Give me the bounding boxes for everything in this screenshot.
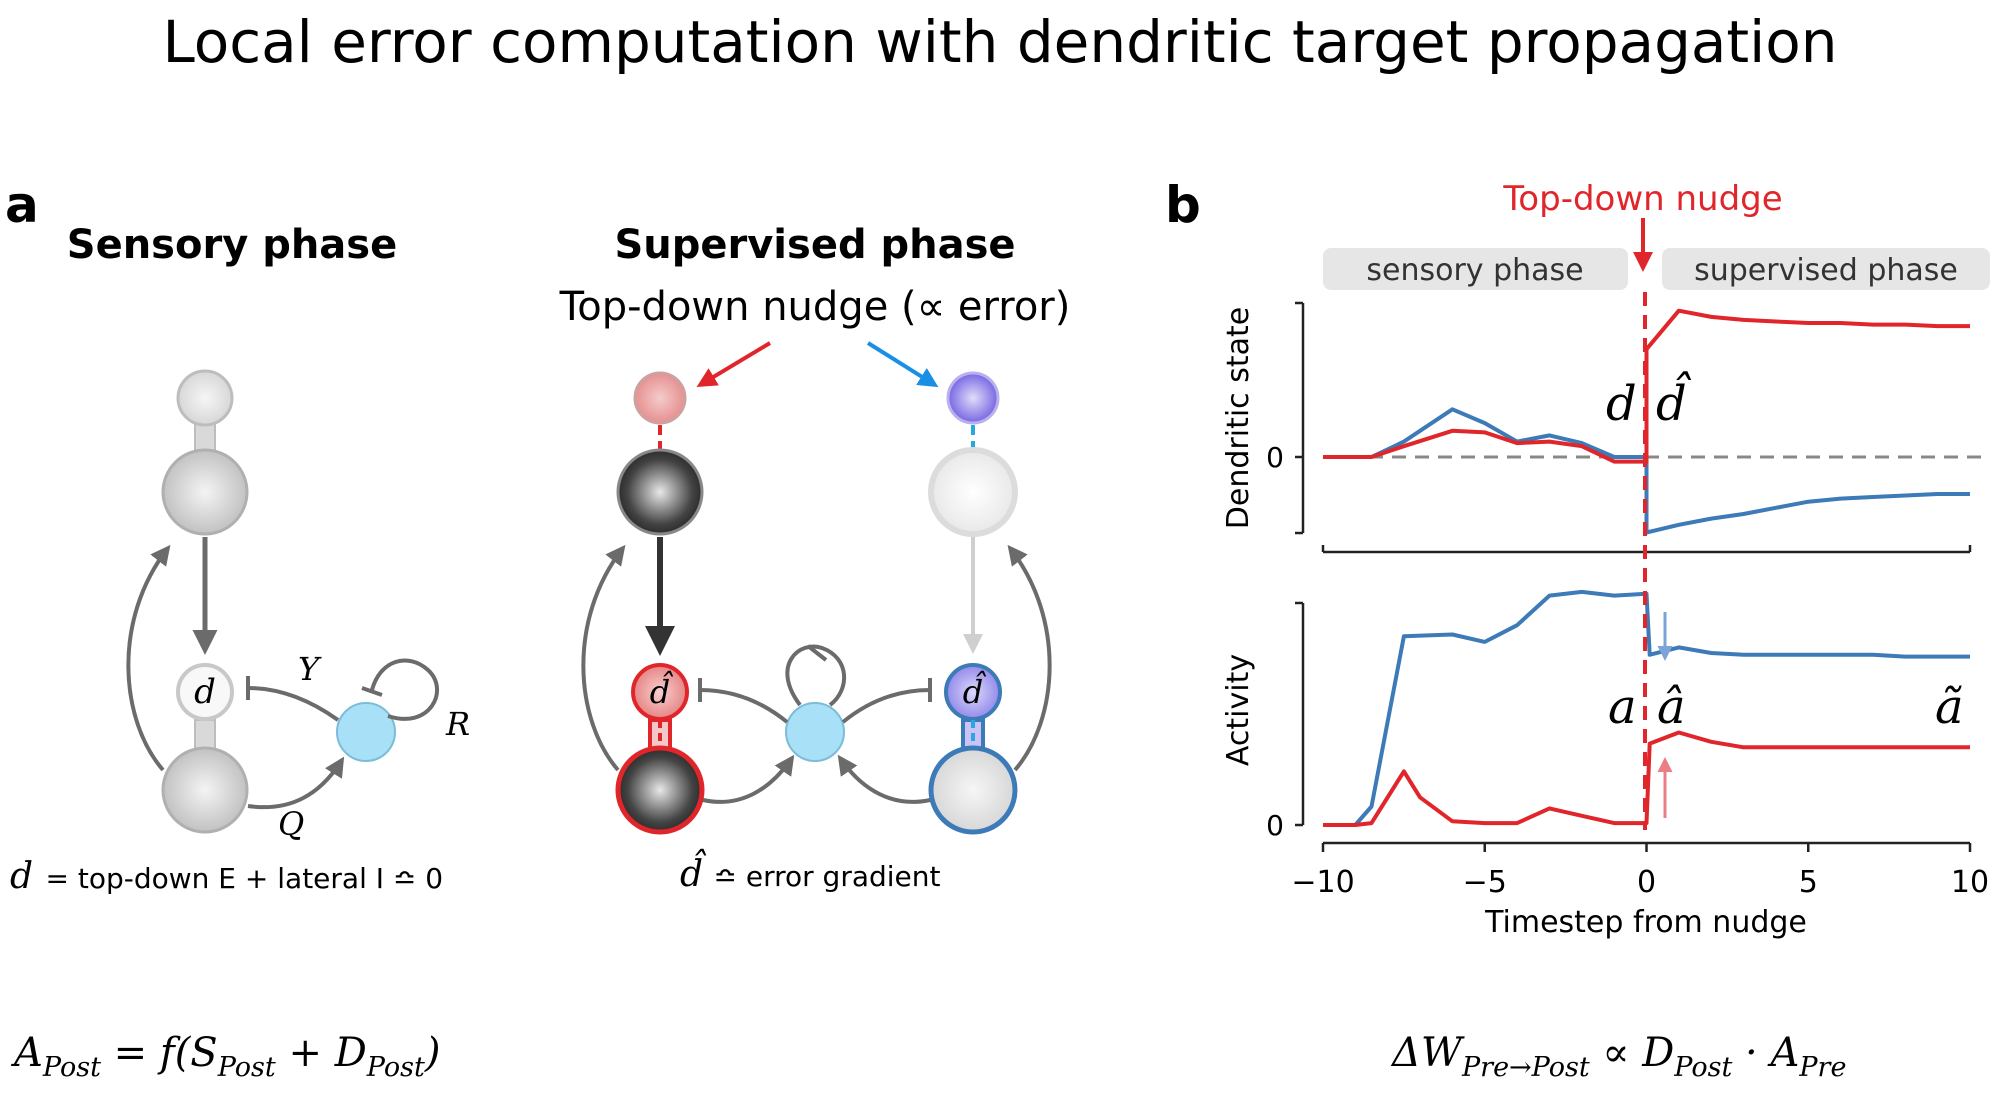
learning-rule: ΔWPre→Post ∝ DPost · APre bbox=[1390, 1030, 1846, 1083]
red-column bbox=[615, 371, 705, 835]
annotation-ahat: â bbox=[1657, 679, 1686, 735]
activity-series-blue bbox=[1323, 589, 1970, 827]
supervised-phase-box bbox=[1662, 248, 1990, 290]
caption-right: d̂ ≏ error gradient bbox=[680, 849, 941, 895]
top-plot: 0 Dendritic state bbox=[1221, 301, 1990, 554]
xtick-label: 0 bbox=[1637, 865, 1656, 900]
bottom-ylabel: Activity bbox=[1221, 654, 1256, 766]
supervised-phase-label: supervised phase bbox=[1694, 253, 1958, 288]
xlabel: Timestep from nudge bbox=[1484, 905, 1807, 940]
sensory-top-neuron bbox=[161, 369, 249, 536]
sensory-phase-box bbox=[1323, 248, 1628, 290]
blue-column bbox=[928, 371, 1018, 835]
bottom-ytick-0: 0 bbox=[1266, 809, 1284, 842]
xtick-label: −10 bbox=[1291, 865, 1354, 900]
nudge-error-label: Top-down nudge (∝ error) bbox=[559, 284, 1071, 330]
top-ytick-0: 0 bbox=[1266, 441, 1284, 474]
supervised-phase-title: Supervised phase bbox=[614, 222, 1015, 268]
blue-nudge-arrow bbox=[866, 341, 939, 388]
bottom-plot: 0 Activity −10 −5 0 5 10 Timestep from nudge bbox=[1221, 589, 1989, 940]
label-Y: Y bbox=[298, 650, 322, 688]
arrow-left-loop bbox=[126, 544, 171, 772]
activation-equation: APost = f(SPost + DPost) bbox=[10, 1030, 440, 1083]
supervised-circuit: d̂ d̂ bbox=[581, 341, 1052, 835]
label-Q: Q bbox=[278, 805, 304, 843]
node-dhat-blue-label: d̂ bbox=[963, 670, 987, 711]
red-nudge-arrow bbox=[696, 341, 772, 388]
sensory-phase-label: sensory phase bbox=[1366, 253, 1583, 288]
caption-left: d = top-down E + lateral I ≏ 0 bbox=[10, 856, 443, 897]
annotation-d: d bbox=[1606, 376, 1637, 432]
sensory-interneuron bbox=[336, 702, 396, 762]
node-d-label: d bbox=[194, 672, 216, 712]
sensory-bottom-neuron bbox=[161, 663, 249, 834]
xtick-label: 5 bbox=[1799, 865, 1818, 900]
node-dhat-red-label: d̂ bbox=[650, 670, 674, 711]
panel-a-label: a bbox=[5, 176, 39, 234]
arrow-Q bbox=[247, 756, 345, 810]
xtick-label: −5 bbox=[1463, 865, 1507, 900]
sensory-phase-title: Sensory phase bbox=[67, 222, 397, 268]
xtick-label: 10 bbox=[1951, 865, 1989, 900]
self-loop-R bbox=[370, 658, 440, 721]
label-R: R bbox=[445, 705, 470, 743]
annotation-a: a bbox=[1608, 679, 1637, 735]
annotation-dhat: d̂ bbox=[1656, 371, 1692, 432]
figure-title: Local error computation with dendritic t… bbox=[162, 8, 1837, 76]
supervised-interneuron bbox=[785, 702, 845, 762]
annotation-atilde: ã bbox=[1935, 679, 1964, 735]
panel-b-label: b bbox=[1165, 176, 1201, 234]
sensory-circuit: d Y R Q bbox=[126, 369, 470, 843]
top-down-nudge-label: Top-down nudge bbox=[1502, 179, 1782, 219]
top-ylabel: Dendritic state bbox=[1221, 307, 1256, 529]
inhibition-Y bbox=[247, 686, 340, 722]
